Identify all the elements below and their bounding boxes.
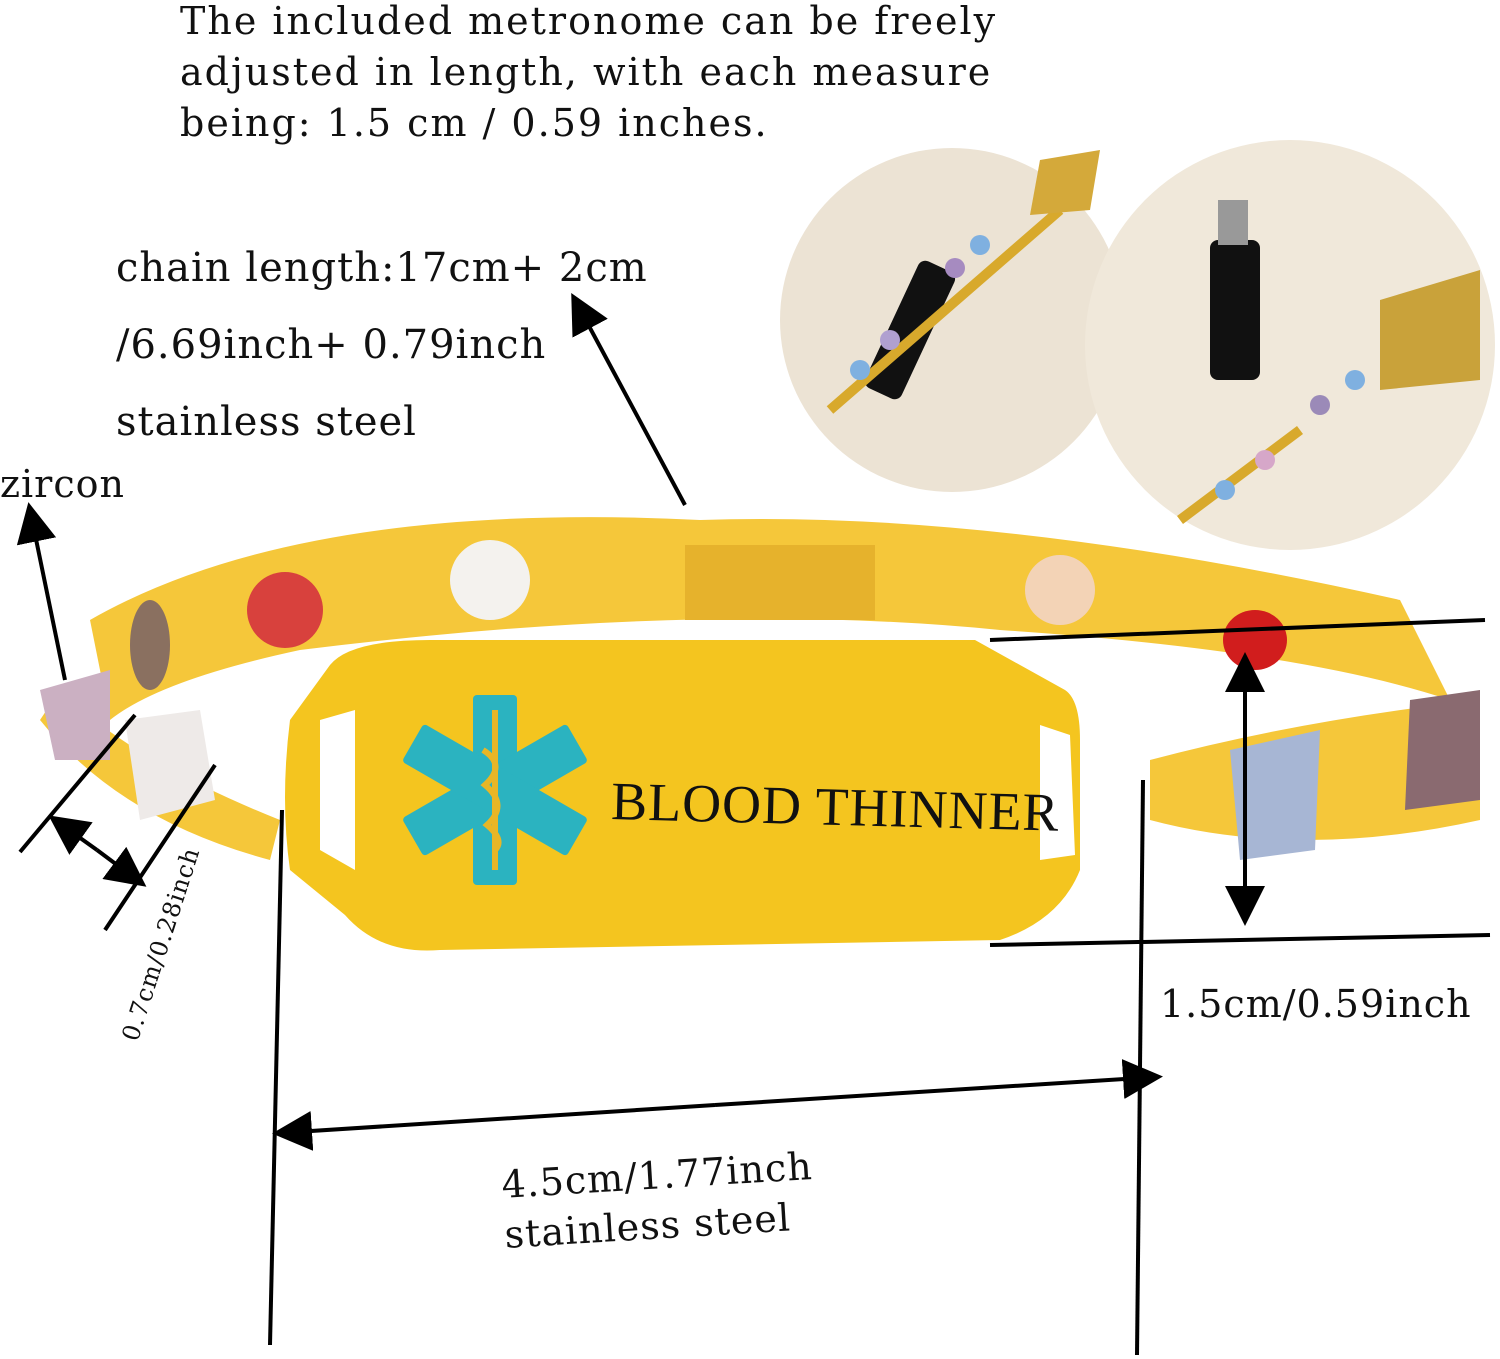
- inset-photo-tool-on-chain: [780, 148, 1124, 492]
- tag-width-label: 1.5cm/0.59inch: [1160, 982, 1472, 1026]
- chain-arrow: [571, 292, 687, 506]
- tag-length-label: 4.5cm/1.77inch stainless steel: [500, 1141, 817, 1260]
- zircon-heart-purple: [40, 670, 110, 760]
- inset-photo-removed-links: [1085, 140, 1495, 550]
- zircon-heart-blue: [1230, 730, 1320, 860]
- bracelet-chain: [40, 517, 1480, 860]
- chain-material: stainless steel: [116, 399, 417, 445]
- intro-line: adjusted in length, with each measure: [180, 50, 993, 94]
- stone-white: [450, 540, 530, 620]
- intro-line: The included metronome can be freely: [180, 0, 998, 43]
- intro-text: The included metronome can be freely adj…: [180, 0, 1080, 149]
- id-tag: [285, 640, 1080, 951]
- star-of-life-icon: [403, 695, 587, 885]
- chain-length-inch: /6.69inch+ 0.79inch: [116, 322, 547, 368]
- stone-red: [1223, 610, 1287, 670]
- zircon-heart-mauve: [1405, 690, 1480, 810]
- chain-spec: chain length:17cm+ 2cm /6.69inch+ 0.79in…: [116, 230, 648, 461]
- intro-line: being: 1.5 cm / 0.59 inches.: [180, 101, 769, 145]
- tag-engraving: BLOOD THINNER: [610, 770, 1061, 843]
- zircon-heart-white: [125, 710, 215, 820]
- stone-peach: [1025, 555, 1095, 625]
- stone-red: [247, 572, 323, 648]
- zircon-arrow: [16, 502, 67, 681]
- dimension-lines: [16, 292, 1491, 1356]
- chain-length: chain length:17cm+ 2cm: [116, 245, 648, 291]
- zircon-label: zircon: [0, 462, 125, 506]
